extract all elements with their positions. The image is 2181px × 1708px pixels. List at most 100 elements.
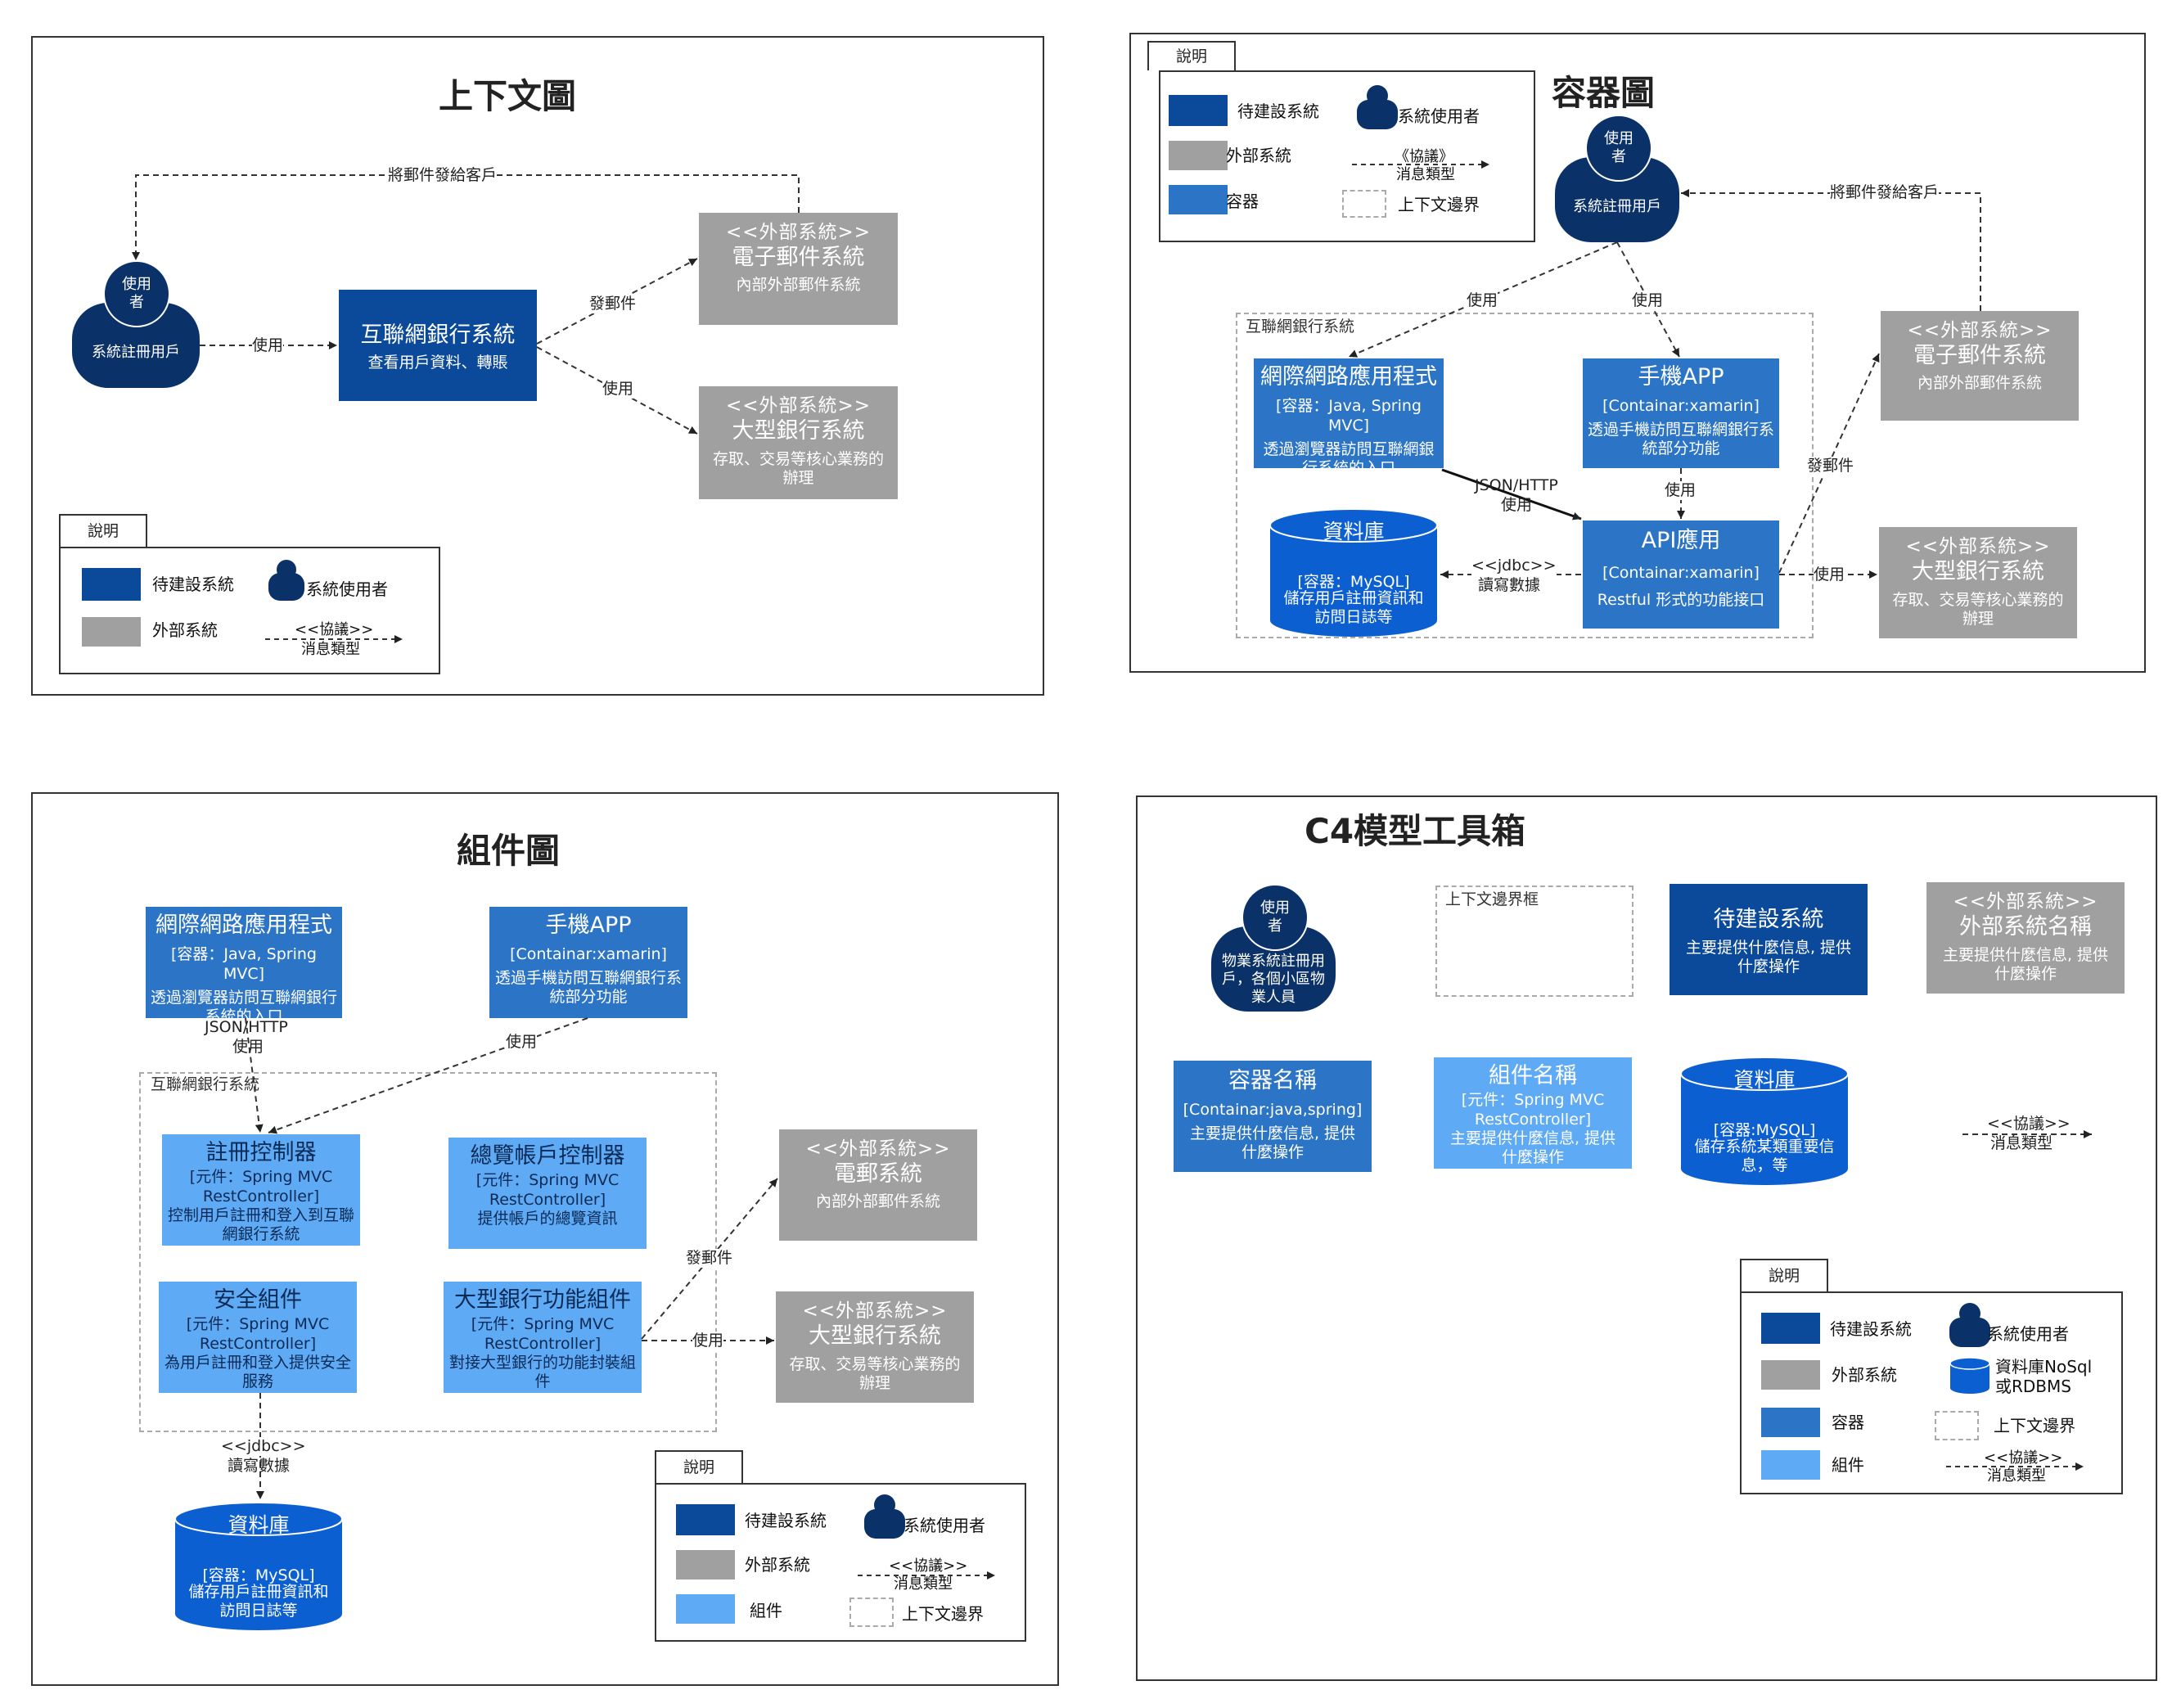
system-desc: 主要提供什麼信息, 提供什麼操作 [1685, 939, 1852, 976]
system-desc: 查看用戶資料、轉賬 [367, 354, 508, 372]
webapp-name: 網際網路應用程式 [1260, 364, 1437, 390]
container-mobile-app[interactable]: 手機APP [Containar:xamarin] 透過手機訪問互聯網銀行系統部… [1583, 358, 1779, 468]
component-legend-tab: 說明 [655, 1450, 743, 1483]
context-email-system[interactable]: <<外部系統>> 電子郵件系統 內部外部郵件系統 [699, 213, 898, 325]
toolbox-component[interactable]: 組件名稱 [元件：Spring MVC RestController] 主要提供… [1434, 1057, 1632, 1169]
toolbox-protocol-label: <<協議>> [1987, 1115, 2071, 1133]
legend-container: 容器 [1226, 192, 1259, 211]
stereotype: <<外部系統>> [725, 395, 872, 417]
webapp-tech: [容器：Java, Spring MVC] [1276, 397, 1422, 435]
stereotype: <<外部系統>> [1905, 536, 2051, 557]
component-mobile-app[interactable]: 手機APP [Containar:xamarin] 透過手機訪問互聯網銀行系統部… [489, 907, 687, 1018]
legend-user-icon [1949, 1303, 1990, 1347]
mobile-name: 手機APP [545, 913, 632, 938]
container-person[interactable]: 系統註冊用戶 使用者 [1555, 115, 1679, 242]
edge-label: 發郵件 [686, 1249, 733, 1268]
container-email-system[interactable]: <<外部系統>> 電子郵件系統 內部外部郵件系統 [1881, 311, 2079, 421]
component-web-app[interactable]: 網際網路應用程式 [容器：Java, Spring MVC] 透過瀏覽器訪問互聯… [146, 907, 342, 1018]
toolbox-building-system[interactable]: 待建設系統 主要提供什麼信息, 提供什麼操作 [1670, 884, 1868, 995]
api-desc: Restful 形式的功能接口 [1597, 591, 1765, 609]
legend-user: 系統使用者 [1398, 106, 1480, 126]
component-register-controller[interactable]: 註冊控制器 [元件：Spring MVC RestController] 控制用… [162, 1134, 360, 1246]
component-security[interactable]: 安全組件 [元件：Spring MVC RestController] 為用戶註… [159, 1282, 357, 1393]
component-database[interactable]: 資料庫 [容器：MySQL] 儲存用戶註冊資訊和訪問日誌等 [173, 1501, 344, 1632]
legend-protocol: 《協議》 [1395, 148, 1453, 165]
db-tech: [容器：MySQL] [202, 1566, 315, 1584]
toolbox-database[interactable]: 資料庫 [容器:MySQL] 儲存系統某類重要信息，等 [1679, 1056, 1850, 1187]
register-name: 註冊控制器 [205, 1140, 317, 1165]
context-internet-banking-system[interactable]: 互聯網銀行系統 查看用戶資料、轉賬 [339, 290, 537, 401]
person-head: 使用者 [103, 260, 170, 327]
container-database[interactable]: 資料庫 [容器：MySQL] 儲存用戶註冊資訊和訪問日誌等 [1268, 507, 1439, 638]
bankfunc-tech: [元件：Spring MVC RestController] [471, 1315, 615, 1353]
external-name: 外部系統名稱 [1959, 914, 2092, 940]
legend-swatch-component [1761, 1450, 1820, 1480]
container-desc: 主要提供什麼信息, 提供什麼操作 [1189, 1124, 1356, 1161]
legend-swatch-building [1169, 95, 1228, 126]
toolbox-msgtype-label: 消息類型 [1990, 1134, 2053, 1152]
external-desc: 主要提供什麼信息, 提供什麼操作 [1942, 946, 2109, 983]
legend-swatch-container [1761, 1408, 1820, 1437]
database-cylinder-icon [1269, 508, 1438, 637]
toolbox-person[interactable]: 物業系統註冊用戶，各個小區物業人員 使用者 [1211, 884, 1336, 1012]
component-overview-controller[interactable]: 總覽帳戶控制器 [元件：Spring MVC RestController] 提… [448, 1138, 647, 1249]
component-email-system[interactable]: <<外部系統>> 電郵系統 內部外部郵件系統 [779, 1129, 977, 1241]
container-api-app[interactable]: API應用 [Containar:xamarin] Restful 形式的功能接… [1583, 521, 1779, 629]
edge-label: 使用 [1814, 566, 1845, 584]
bank-name: 大型銀行系統 [732, 418, 865, 444]
legend-swatch-boundary [1935, 1411, 1979, 1440]
legend-swatch-external [1761, 1360, 1820, 1390]
db-tech: [容器:MySQL] [1713, 1121, 1816, 1139]
container-bank-system[interactable]: <<外部系統>> 大型銀行系統 存取、交易等核心業務的辦理 [1879, 527, 2077, 638]
mobile-name: 手機APP [1638, 364, 1724, 390]
edge-label: 發郵件 [1807, 457, 1854, 475]
api-tech: [Containar:xamarin] [1602, 564, 1760, 582]
container-web-app[interactable]: 網際網路應用程式 [容器：Java, Spring MVC] 透過瀏覽器訪問互聯… [1254, 358, 1444, 468]
edge-comp-mobile-register [268, 1017, 588, 1134]
legend-user-icon [268, 560, 304, 601]
system-name: 待建設系統 [1713, 907, 1824, 932]
email-desc: 內部外部郵件系統 [1917, 374, 2042, 392]
legend-swatch-external [676, 1550, 735, 1580]
component-tech: [元件：Spring MVC RestController] [1461, 1091, 1605, 1129]
stereotype: <<外部系統>> [725, 222, 872, 243]
context-bank-system[interactable]: <<外部系統>> 大型銀行系統 存取、交易等核心業務的辦理 [699, 386, 898, 499]
toolbox-legend: 待建設系統 外部系統 容器 組件 系統使用者 資料庫NoSql或RDBMS 上下… [1740, 1291, 2123, 1494]
edge-label: <<jdbc>> [1471, 557, 1557, 575]
legend-swatch-building [1761, 1313, 1820, 1344]
mobile-tech: [Containar:xamarin] [510, 945, 667, 963]
component-bank-system[interactable]: <<外部系統>> 大型銀行系統 存取、交易等核心業務的辦理 [776, 1291, 974, 1403]
legend-user: 系統使用者 [1987, 1324, 2069, 1344]
overview-desc: 提供帳戶的總覽資訊 [477, 1210, 618, 1228]
email-name: 電子郵件系統 [1913, 343, 2046, 368]
toolbox-container[interactable]: 容器名稱 [Containar:java,spring] 主要提供什麼信息, 提… [1174, 1061, 1372, 1172]
edge-cont-use-mobile [1616, 241, 1680, 358]
bank-desc: 存取、交易等核心業務的辦理 [1892, 591, 2064, 628]
context-diagram-title: 上下文圖 [439, 76, 577, 116]
db-name: 資料庫 [1733, 1068, 1796, 1092]
edge-label: 使用 [692, 1332, 724, 1350]
email-desc: 內部外部郵件系統 [736, 276, 861, 294]
overview-name: 總覽帳戶控制器 [470, 1143, 625, 1169]
db-name: 資料庫 [228, 1513, 290, 1537]
legend-swatch-building [82, 568, 141, 601]
component-legend: 待建設系統 外部系統 組件 系統使用者 <<協議>> 消息類型 上下文邊界 [655, 1483, 1026, 1642]
register-tech: [元件：Spring MVC RestController] [189, 1168, 333, 1206]
context-person[interactable]: 系統註冊用戶 使用者 [72, 260, 200, 388]
edge-cont-send-mail [1681, 189, 1981, 311]
toolbox-legend-tab: 說明 [1740, 1259, 1828, 1291]
legend-protocol: <<協議>> [295, 621, 374, 638]
edge-label: 使用 [232, 1038, 264, 1056]
mobile-desc: 透過手機訪問互聯網銀行系統部分功能 [495, 969, 683, 1006]
edge-label: 使用 [506, 1033, 538, 1052]
mobile-tech: [Containar:xamarin] [1602, 397, 1760, 415]
component-bank-function[interactable]: 大型銀行功能組件 [元件：Spring MVC RestController] … [444, 1282, 642, 1393]
db-desc: 儲存用戶註冊資訊和訪問日誌等 [188, 1583, 329, 1620]
edge-comp-send [641, 1178, 778, 1340]
mobile-desc: 透過手機訪問互聯網銀行系統部分功能 [1588, 421, 1775, 457]
toolbox-external-system[interactable]: <<外部系統>> 外部系統名稱 主要提供什麼信息, 提供什麼操作 [1926, 882, 2125, 994]
legend-user-icon [864, 1494, 905, 1539]
db-name: 資料庫 [1323, 520, 1385, 543]
register-desc: 控制用戶註冊和登入到互聯網銀行系統 [168, 1206, 355, 1243]
legend-swatch-boundary [1342, 190, 1386, 218]
